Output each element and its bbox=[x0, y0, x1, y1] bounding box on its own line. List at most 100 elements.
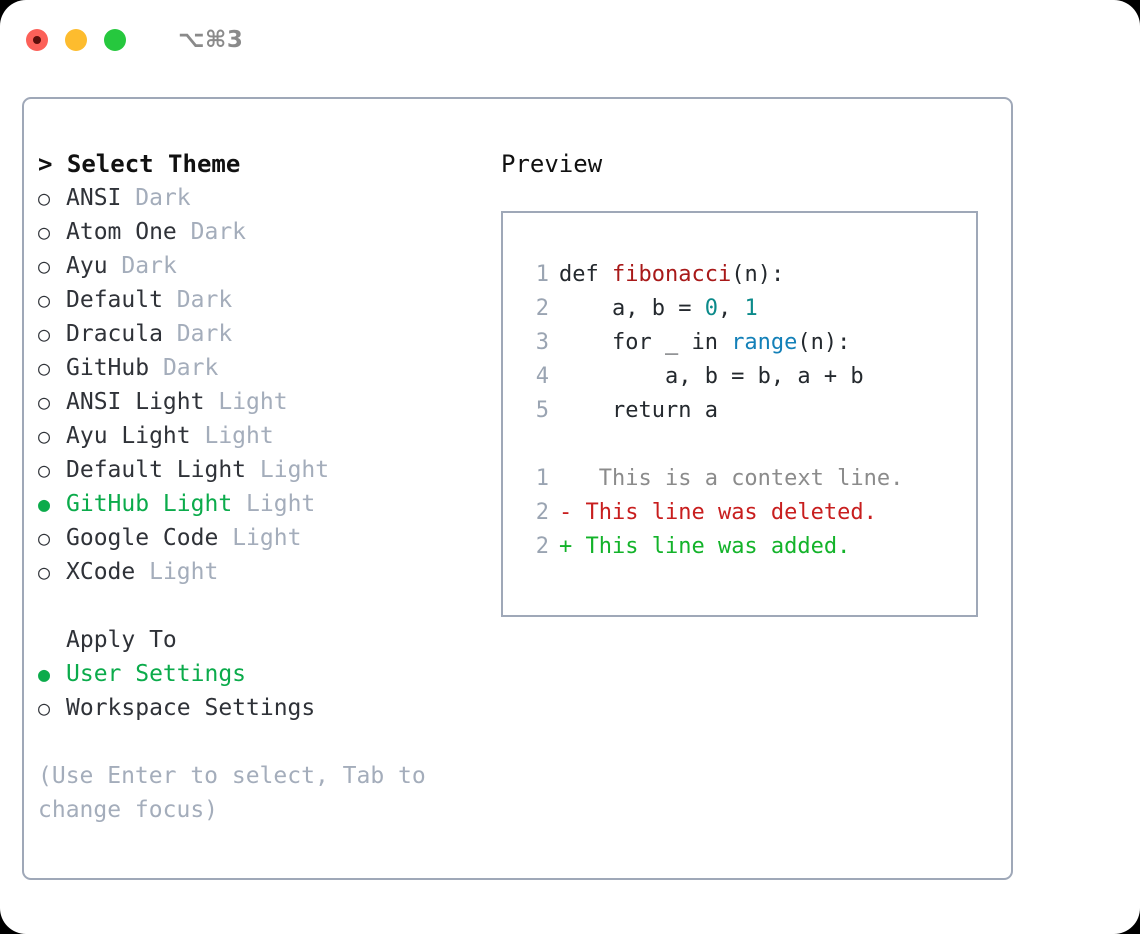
radio-unselected-icon[interactable]: ○ bbox=[38, 322, 51, 346]
theme-option[interactable]: ○ Default Light Light bbox=[38, 453, 478, 487]
radio-unselected-icon[interactable]: ○ bbox=[38, 356, 51, 380]
label-gap bbox=[135, 555, 149, 589]
code-line-number: 1 bbox=[535, 262, 549, 287]
radio-selected-icon[interactable]: ● bbox=[38, 662, 51, 686]
theme-option[interactable]: ○ Default Dark bbox=[38, 283, 478, 317]
diff-text: This line was deleted. bbox=[572, 500, 877, 525]
theme-option-label: GitHub bbox=[66, 355, 150, 381]
theme-option[interactable]: ○XCode Light bbox=[38, 555, 478, 589]
radio-selected-icon[interactable]: ● bbox=[38, 492, 51, 516]
diff-line: 2 + This line was added. bbox=[521, 530, 976, 564]
theme-option[interactable]: ○ Ayu Light Light bbox=[38, 419, 478, 453]
theme-option-kind: Light bbox=[204, 423, 274, 449]
keyboard-hint-text: (Use Enter to select, Tab to change focu… bbox=[38, 763, 440, 823]
diff-text: This is a context line. bbox=[572, 466, 904, 491]
theme-option-label: Dracula bbox=[66, 321, 163, 347]
theme-option-kind: Dark bbox=[135, 185, 191, 211]
radio-unselected-icon[interactable]: ○ bbox=[38, 526, 51, 550]
code-line: 3 for _ in range(n): bbox=[521, 326, 976, 360]
code-line-number: 5 bbox=[535, 398, 549, 423]
theme-option[interactable]: ○ Dracula Dark bbox=[38, 317, 478, 351]
theme-option-kind: Light bbox=[246, 491, 316, 517]
theme-option[interactable]: ○Google Code Light bbox=[38, 521, 478, 555]
preview-title: Preview bbox=[501, 150, 603, 178]
theme-option-label: Default bbox=[66, 287, 163, 313]
theme-option-label: Default Light bbox=[66, 457, 247, 483]
label-gap bbox=[177, 215, 191, 249]
label-gap bbox=[121, 181, 135, 215]
theme-option[interactable]: ○ ANSI Dark bbox=[38, 181, 478, 215]
diff-sign bbox=[559, 462, 572, 496]
apply-to-option-label: Workspace Settings bbox=[66, 695, 316, 721]
diff-line-number: 2 bbox=[535, 534, 549, 559]
theme-option-kind: Dark bbox=[176, 287, 233, 313]
apply-to-option[interactable]: ● User Settings bbox=[38, 657, 478, 691]
diff-sign: + bbox=[559, 534, 573, 559]
theme-option-label: GitHub Light bbox=[66, 491, 233, 517]
minimize-button-icon[interactable] bbox=[65, 29, 87, 51]
theme-option-label: Ayu bbox=[66, 253, 108, 279]
theme-option-kind: Dark bbox=[162, 355, 219, 381]
apply-to-option[interactable]: ○ Workspace Settings bbox=[38, 691, 478, 725]
code-token-plain: a, b = bbox=[559, 296, 705, 321]
code-line-number: 2 bbox=[535, 296, 549, 321]
theme-list[interactable]: ○ ANSI Dark ○ Atom One Dark ○ Ayu Dark ○ Defaul… bbox=[38, 181, 478, 589]
apply-to-list[interactable]: ● User Settings ○ Workspace Settings bbox=[38, 657, 478, 725]
code-token-builtin: range bbox=[731, 330, 798, 355]
diff-line-number: 2 bbox=[535, 500, 549, 525]
list-spacer bbox=[38, 589, 478, 623]
code-line-number: 3 bbox=[535, 330, 549, 355]
close-button-icon[interactable] bbox=[26, 29, 48, 51]
code-line-number: 4 bbox=[535, 364, 549, 389]
radio-unselected-icon[interactable]: ○ bbox=[38, 186, 51, 210]
theme-option-kind: Light bbox=[259, 457, 330, 483]
window-titlebar: ⌥⌘3 bbox=[0, 0, 1140, 80]
label-gap bbox=[232, 487, 246, 521]
code-token-plain: (n): bbox=[731, 262, 785, 287]
apply-to-option-label: User Settings bbox=[66, 661, 247, 687]
theme-option-label: Atom One bbox=[66, 219, 177, 245]
radio-unselected-icon[interactable]: ○ bbox=[38, 458, 51, 482]
apply-to-header: Apply To bbox=[66, 627, 177, 653]
radio-unselected-icon[interactable]: ○ bbox=[38, 220, 51, 244]
code-token-plain: return a bbox=[559, 398, 718, 423]
theme-option-label: ANSI Light bbox=[66, 389, 205, 415]
theme-option-kind: Dark bbox=[190, 219, 247, 245]
theme-option-kind: Dark bbox=[176, 321, 233, 347]
theme-option-label: Ayu Light bbox=[66, 423, 191, 449]
radio-unselected-icon[interactable]: ○ bbox=[38, 424, 51, 448]
theme-selector-column: > Select Theme ○ANSI Dark○Atom One Dark○… bbox=[38, 147, 478, 827]
theme-option-label: ANSI bbox=[66, 185, 122, 211]
code-token-plain: , bbox=[717, 296, 745, 321]
maximize-button-icon[interactable] bbox=[104, 29, 126, 51]
theme-option[interactable]: ○ GitHub Dark bbox=[38, 351, 478, 385]
theme-option[interactable]: ○ Ayu Dark bbox=[38, 249, 478, 283]
keyboard-shortcut-label: ⌥⌘3 bbox=[178, 27, 244, 53]
theme-option[interactable]: ○ Atom One Dark bbox=[38, 215, 478, 249]
label-gap bbox=[149, 351, 163, 385]
theme-option-kind: Dark bbox=[121, 253, 177, 279]
code-token-plain: a, b = b, a + b bbox=[559, 364, 864, 389]
label-gap bbox=[163, 283, 177, 317]
theme-option[interactable]: ○ ANSI Light Light bbox=[38, 385, 478, 419]
diff-line: 1 This is a context line. bbox=[521, 462, 976, 496]
radio-unselected-icon[interactable]: ○ bbox=[38, 560, 51, 584]
main-panel: > Select Theme ○ANSI Dark○Atom One Dark○… bbox=[22, 97, 1013, 880]
radio-unselected-icon[interactable]: ○ bbox=[38, 254, 51, 278]
label-gap bbox=[204, 385, 218, 419]
label-gap bbox=[163, 317, 177, 351]
theme-option-kind: Light bbox=[218, 389, 288, 415]
code-token-plain: for _ in bbox=[559, 330, 732, 355]
code-token-func: fibonacci bbox=[611, 262, 732, 287]
diff-text: This line was added. bbox=[572, 534, 851, 559]
theme-option[interactable]: ● GitHub Light Light bbox=[38, 487, 478, 521]
code-token-num: 0 bbox=[704, 296, 718, 321]
radio-unselected-icon[interactable]: ○ bbox=[38, 288, 51, 312]
radio-unselected-icon[interactable]: ○ bbox=[38, 696, 51, 720]
radio-unselected-icon[interactable]: ○ bbox=[38, 390, 51, 414]
theme-option-kind: Light bbox=[149, 559, 219, 585]
